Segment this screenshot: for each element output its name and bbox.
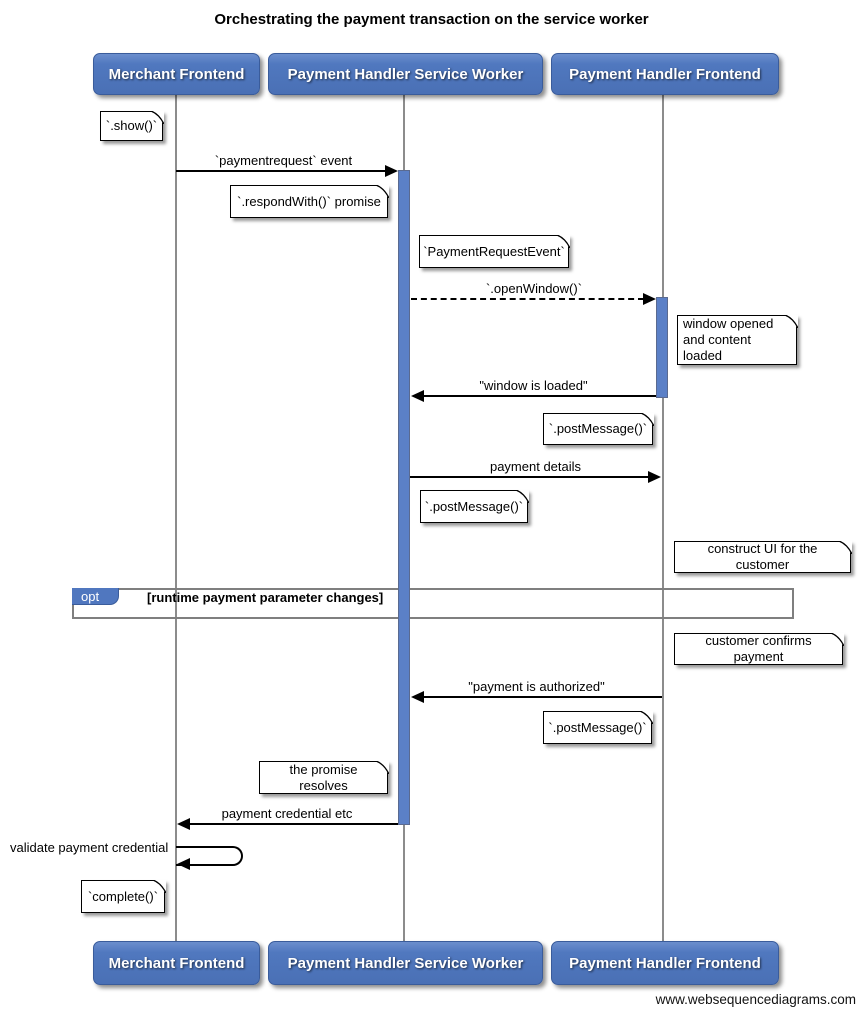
note-fold-icon (838, 540, 852, 554)
message-payment-details-label: payment details (489, 459, 582, 474)
participant-payment-handler-frontend-bottom: Payment Handler Frontend (551, 941, 779, 985)
participant-merchant-frontend-top: Merchant Frontend (93, 53, 260, 95)
arrowhead-right-icon (643, 293, 656, 305)
lifeline-payment-handler-frontend (662, 93, 664, 941)
arrowhead-right-icon (385, 165, 398, 177)
participant-merchant-frontend-bottom: Merchant Frontend (93, 941, 260, 985)
arrowhead-left-icon (177, 858, 190, 870)
note-fold-icon (556, 234, 570, 248)
arrowhead-left-icon (177, 818, 190, 830)
note-window-opened: window opened and content loaded (677, 314, 798, 365)
message-window-is-loaded-label: "window is loaded" (479, 378, 588, 393)
note-fold-icon (640, 412, 654, 426)
note-fold-icon (830, 632, 844, 646)
message-window-is-loaded-line (423, 395, 656, 397)
participant-payment-handler-service-worker-bottom: Payment Handler Service Worker (268, 941, 543, 985)
message-payment-is-authorized-label: "payment is authorized" (468, 679, 605, 694)
note-postmessage-1: `.postMessage()` (543, 412, 654, 445)
arrowhead-right-icon (648, 471, 661, 483)
participant-payment-handler-service-worker-top: Payment Handler Service Worker (268, 53, 543, 95)
message-payment-details-line (410, 476, 648, 478)
note-text: `.respondWith()` promise (237, 193, 381, 209)
message-validate-payment-credential-loop (176, 846, 243, 866)
opt-frame: opt [runtime payment parameter changes] (72, 588, 794, 619)
activation-service-worker (398, 170, 410, 825)
note-postmessage-3: `.postMessage()` (543, 710, 653, 744)
opt-frame-label: opt (72, 588, 119, 605)
note-show: `.show()` (100, 110, 164, 141)
message-paymentrequest-event-line (176, 170, 386, 172)
note-text: `.postMessage()` (548, 421, 648, 436)
note-complete: `complete()` (81, 879, 166, 913)
note-text: the promise resolves (289, 761, 358, 793)
message-openwindow-label: `.openWindow()` (485, 281, 583, 296)
note-fold-icon (515, 489, 529, 503)
note-construct-ui: construct UI for the customer (674, 540, 852, 573)
note-text: `complete()` (87, 888, 159, 904)
note-text: customer confirms payment (705, 633, 812, 664)
activation-payment-handler-frontend (656, 297, 668, 398)
participant-payment-handler-frontend-top: Payment Handler Frontend (551, 53, 779, 95)
message-payment-is-authorized-line (423, 696, 662, 698)
note-text: `.postMessage()` (548, 719, 647, 735)
note-text: construct UI for the customer (707, 541, 818, 572)
note-customer-confirms: customer confirms payment (674, 632, 844, 665)
lifeline-merchant-frontend (175, 93, 177, 941)
message-validate-payment-credential-label: validate payment credential (10, 840, 169, 855)
note-fold-icon (375, 760, 389, 774)
note-text: `.postMessage()` (424, 498, 524, 514)
websequencediagrams-watermark: www.websequencediagrams.com (655, 992, 856, 1007)
opt-frame-guard: [runtime payment parameter changes] (147, 590, 384, 605)
note-respondwith-promise: `.respondWith()` promise (230, 184, 389, 218)
arrowhead-left-icon (411, 691, 424, 703)
note-fold-icon (150, 110, 164, 124)
note-paymentrequestevent: `PaymentRequestEvent` (419, 234, 570, 268)
note-fold-icon (639, 710, 653, 724)
note-promise-resolves: the promise resolves (259, 760, 389, 794)
note-fold-icon (375, 184, 389, 198)
diagram-title: Orchestrating the payment transaction on… (214, 11, 649, 28)
note-fold-icon (784, 314, 798, 328)
note-fold-icon (152, 879, 166, 893)
note-postmessage-2: `.postMessage()` (420, 489, 529, 523)
message-payment-credential-line (189, 823, 398, 825)
note-text: `PaymentRequestEvent` (423, 243, 565, 259)
note-text: `.show()` (105, 118, 158, 133)
arrowhead-left-icon (411, 390, 424, 402)
message-openwindow-line (411, 298, 644, 300)
note-text: window opened and content loaded (683, 316, 774, 363)
message-paymentrequest-event-label: `paymentrequest` event (214, 153, 353, 168)
message-payment-credential-label: payment credential etc (221, 806, 353, 821)
